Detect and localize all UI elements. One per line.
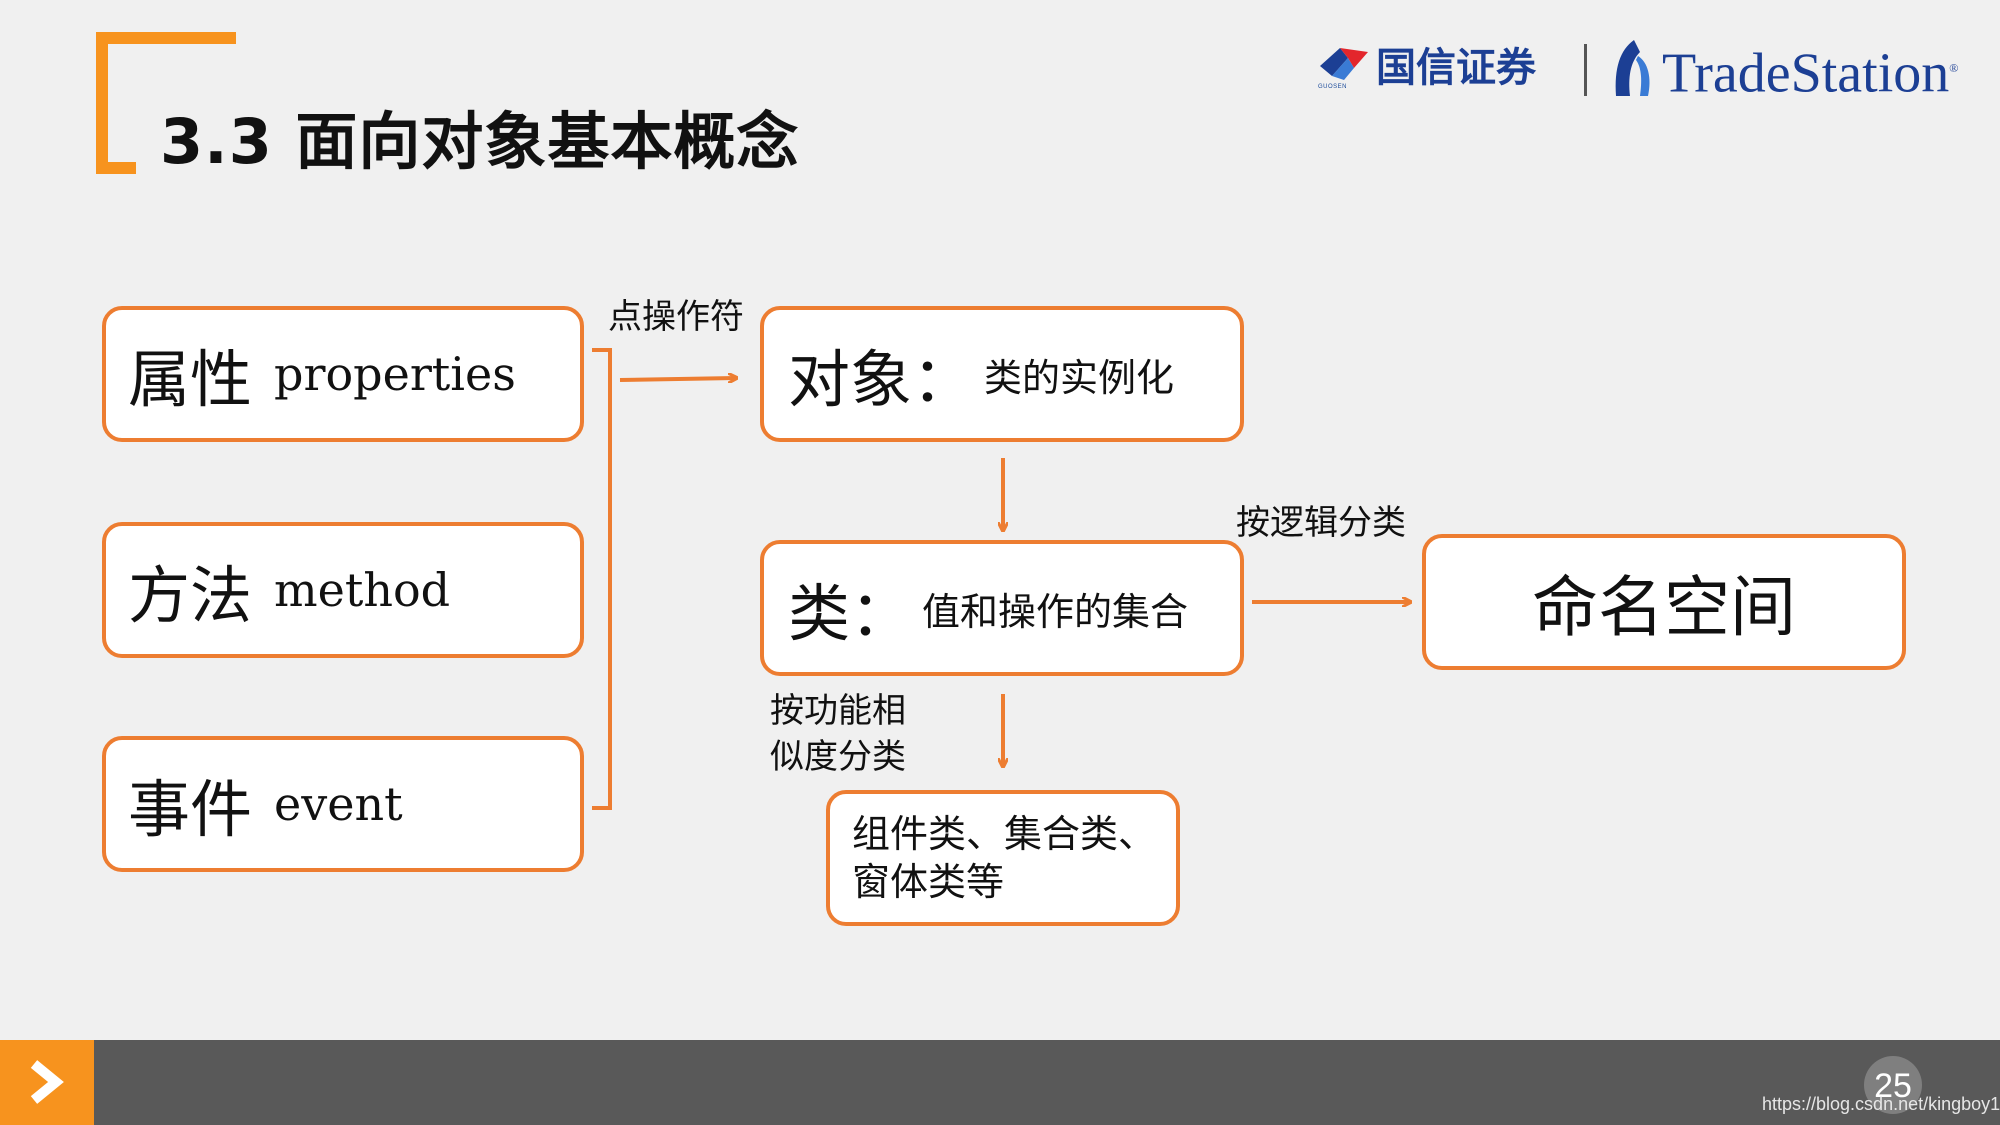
tradestation-logo-text: TradeStation® [1662, 36, 1958, 106]
event-box: 事件 event [102, 736, 584, 872]
page-number: 25 [1874, 1067, 1912, 1105]
object-title: 对象： [788, 343, 975, 416]
arrow-to-object [619, 378, 736, 380]
property-cn: 属性 [128, 343, 253, 416]
logo-separator [1584, 44, 1587, 96]
footer-accent-tab [0, 1040, 94, 1125]
guosen-logo-en: GUOSEN [1318, 84, 1348, 90]
tradestation-logo-icon [1615, 40, 1650, 96]
by-function-label-2: 似度分类 [770, 737, 906, 777]
namespace-label: 命名空间 [1532, 569, 1796, 646]
guosen-logo-icon [1320, 48, 1368, 80]
by-function-label-1: 按功能相 [770, 691, 906, 731]
chevron-right-icon [30, 1060, 64, 1104]
namespace-box: 命名空间 [1422, 534, 1906, 670]
class-title: 类： [788, 577, 913, 650]
tradestation-registered-mark: ® [1949, 61, 1959, 75]
object-subtitle: 类的实例化 [984, 355, 1175, 400]
method-cn: 方法 [128, 559, 253, 632]
title-bracket-foot [96, 162, 136, 174]
method-box: 方法 method [102, 522, 584, 658]
method-en: method [274, 563, 451, 617]
tradestation-logo-name: TradeStation [1662, 42, 1950, 105]
left-group-bracket [592, 348, 612, 810]
slide-title: 3.3 面向对象基本概念 [160, 105, 800, 178]
examples-box: 组件类、集合类、 窗体类等 [826, 790, 1180, 926]
examples-line-1: 组件类、集合类、 [852, 812, 1157, 856]
examples-line-2: 窗体类等 [852, 860, 1005, 904]
title-bracket-decoration [96, 32, 236, 172]
property-en: properties [274, 347, 516, 401]
property-box: 属性 properties [102, 306, 584, 442]
footer-bar [0, 1040, 2000, 1125]
class-box: 类： 值和操作的集合 [760, 540, 1244, 676]
event-en: event [274, 777, 403, 831]
page-number-circle [1864, 1056, 1922, 1114]
watermark-url: https://blog.csdn.net/kingboy100 [1762, 1094, 2000, 1114]
guosen-logo-text: 国信证券 [1376, 44, 1536, 91]
diagram-connectors [592, 348, 2000, 810]
dot-operator-label: 点操作符 [608, 297, 744, 337]
by-logic-label: 按逻辑分类 [1236, 503, 1406, 543]
class-subtitle: 值和操作的集合 [922, 589, 1189, 634]
event-cn: 事件 [128, 773, 253, 846]
object-box: 对象： 类的实例化 [760, 306, 1244, 442]
